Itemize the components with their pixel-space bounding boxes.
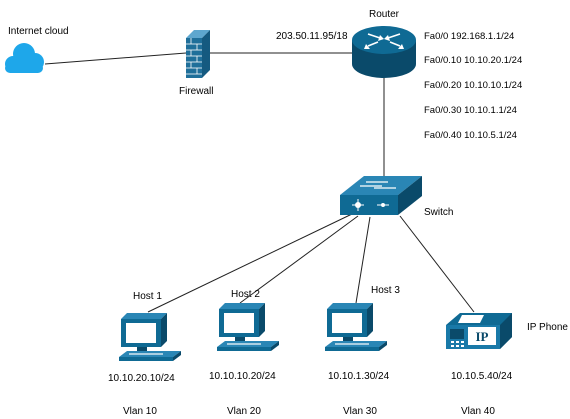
computer-icon	[119, 313, 181, 361]
link-internet-firewall	[44, 52, 187, 65]
svg-text:IP: IP	[476, 329, 489, 344]
host1-ip: 10.10.20.10/24	[108, 373, 175, 384]
ip-phone-icon: IP	[446, 313, 512, 349]
host3-ip: 10.10.1.30/24	[328, 371, 390, 382]
router-interface: Fa0/0.40 10.10.5.1/24	[424, 130, 517, 141]
host3-vlan: Vlan 30	[343, 406, 377, 417]
router-label: Router	[369, 9, 400, 20]
switch-icon	[340, 176, 422, 215]
ip-phone-vlan: Vlan 40	[461, 406, 495, 417]
router-interface: Fa0/0.10 10.10.20.1/24	[424, 55, 523, 66]
link-switch-host3	[355, 216, 371, 304]
computer-icon	[325, 303, 387, 351]
link-switch-host1	[147, 213, 353, 313]
link-switch-host2	[239, 215, 359, 304]
host2-ip: 10.10.10.20/24	[209, 371, 276, 382]
ip-phone-ip: 10.10.5.40/24	[451, 371, 513, 382]
router-icon	[352, 26, 416, 78]
ip-phone-label: IP Phone	[527, 322, 568, 333]
link-switch-phone	[399, 215, 475, 313]
cloud-icon	[5, 43, 44, 73]
firewall-label: Firewall	[179, 86, 214, 97]
router-interface: Fa0/0.30 10.10.1.1/24	[424, 105, 517, 116]
internet-cloud-label: Internet cloud	[8, 26, 69, 37]
router-interface: Fa0/0.20 10.10.10.1/24	[424, 80, 523, 91]
firewall-icon	[186, 30, 210, 78]
router-wan-ip: 203.50.11.95/18	[276, 31, 348, 42]
host2-vlan: Vlan 20	[227, 406, 261, 417]
host2-label: Host 2	[231, 289, 260, 300]
switch-label: Switch	[424, 207, 454, 218]
host1-vlan: Vlan 10	[123, 406, 157, 417]
host3-label: Host 3	[371, 285, 400, 296]
links	[44, 52, 475, 313]
computer-icon	[217, 303, 279, 351]
host1-label: Host 1	[133, 291, 162, 302]
router-interface: Fa0/0 192.168.1.1/24	[424, 31, 515, 42]
